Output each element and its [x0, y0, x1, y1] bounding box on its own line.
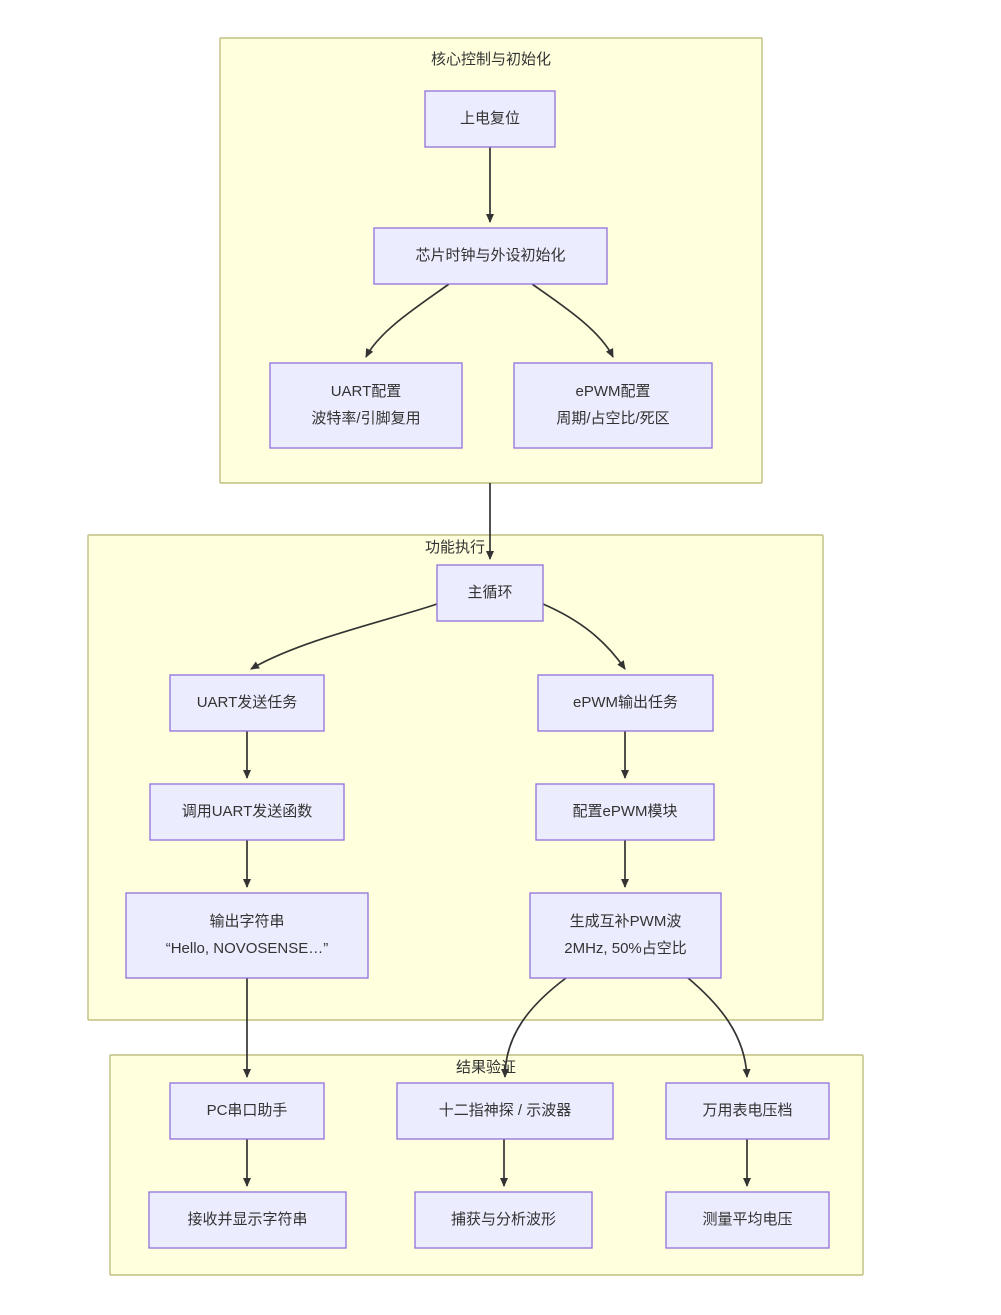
node-label-line: 万用表电压档 [702, 1102, 792, 1119]
node-label-line: 上电复位 [460, 109, 520, 127]
node-power-on-reset[interactable]: 上电复位 [424, 90, 556, 148]
node-label-line: 调用UART发送函数 [182, 803, 313, 820]
node-label-line: 芯片时钟与外设初始化 [415, 247, 565, 264]
edge-edge-init-to-uart-config [365, 283, 450, 358]
node-measure-average-voltage[interactable]: 测量平均电压 [665, 1191, 830, 1249]
node-label-line: 十二指神探 / 示波器 [439, 1102, 572, 1119]
node-label-line: ePWM配置 [575, 383, 650, 400]
node-configure-epwm-module[interactable]: 配置ePWM模块 [535, 783, 715, 841]
node-box[interactable] [513, 362, 713, 449]
cluster-title: 功能执行 [425, 539, 485, 556]
edge-edge-generate-to-analyzer [501, 977, 567, 1078]
node-epwm-output-task[interactable]: ePWM输出任务 [537, 674, 714, 732]
node-box[interactable] [149, 783, 345, 841]
node-box[interactable] [529, 892, 722, 979]
node-box[interactable] [396, 1082, 614, 1140]
node-box[interactable] [665, 1191, 830, 1249]
cluster-title: 核心控制与初始化 [431, 51, 551, 68]
node-box[interactable] [269, 362, 463, 449]
node-generate-complementary-pwm[interactable]: 生成互补PWM波 2MHz, 50%占空比 [529, 892, 722, 979]
node-label-line: UART配置 [331, 383, 402, 400]
cluster-title: 结果验证 [456, 1059, 516, 1076]
node-label-line: 测量平均电压 [702, 1211, 792, 1228]
node-capture-and-analyze-waveform[interactable]: 捕获与分析波形 [414, 1191, 593, 1249]
node-box[interactable] [665, 1082, 830, 1140]
node-label-line: 配置ePWM模块 [572, 803, 677, 820]
node-label-line: 2MHz, 50%占空比 [564, 940, 687, 957]
node-box[interactable] [125, 892, 369, 979]
node-main-loop[interactable]: 主循环 [436, 564, 544, 622]
node-logic-analyzer-oscilloscope[interactable]: 十二指神探 / 示波器 [396, 1082, 614, 1140]
node-label-line: 生成互补PWM波 [570, 913, 682, 930]
node-box[interactable] [414, 1191, 593, 1249]
node-label-line: UART发送任务 [197, 694, 298, 711]
node-label-line: 输出字符串 [209, 913, 284, 930]
node-label-line: 主循环 [467, 584, 512, 601]
node-clock-peripheral-init[interactable]: 芯片时钟与外设初始化 [373, 227, 608, 285]
edge-edge-mainloop-to-epwm-task [542, 603, 626, 670]
node-multimeter-voltage-range[interactable]: 万用表电压档 [665, 1082, 830, 1140]
node-box[interactable] [373, 227, 608, 285]
node-box[interactable] [424, 90, 556, 148]
node-box[interactable] [148, 1191, 347, 1249]
node-receive-and-display-string[interactable]: 接收并显示字符串 [148, 1191, 347, 1249]
node-label-line: ePWM输出任务 [573, 694, 678, 711]
node-label-line: 波特率/引脚复用 [311, 409, 420, 427]
edge-edge-init-to-epwm-config [531, 283, 614, 358]
node-pc-serial-assistant[interactable]: PC串口助手 [169, 1082, 325, 1140]
node-call-uart-send-function[interactable]: 调用UART发送函数 [149, 783, 345, 841]
node-box[interactable] [169, 674, 325, 732]
node-box[interactable] [169, 1082, 325, 1140]
node-uart-send-task[interactable]: UART发送任务 [169, 674, 325, 732]
node-label-line: 接收并显示字符串 [187, 1211, 307, 1228]
node-box[interactable] [537, 674, 714, 732]
node-label-line: 捕获与分析波形 [451, 1211, 556, 1228]
edge-edge-generate-to-multimeter [687, 977, 751, 1078]
node-output-string[interactable]: 输出字符串 “Hello, NOVOSENSE…” [125, 892, 369, 979]
edges-layer [243, 147, 751, 1187]
node-box[interactable] [535, 783, 715, 841]
node-label-line: PC串口助手 [207, 1102, 288, 1119]
node-label-line: “Hello, NOVOSENSE…” [166, 940, 329, 957]
node-box[interactable] [436, 564, 544, 622]
node-label-line: 周期/占空比/死区 [556, 410, 669, 427]
edge-edge-mainloop-to-uart-task [250, 603, 438, 670]
